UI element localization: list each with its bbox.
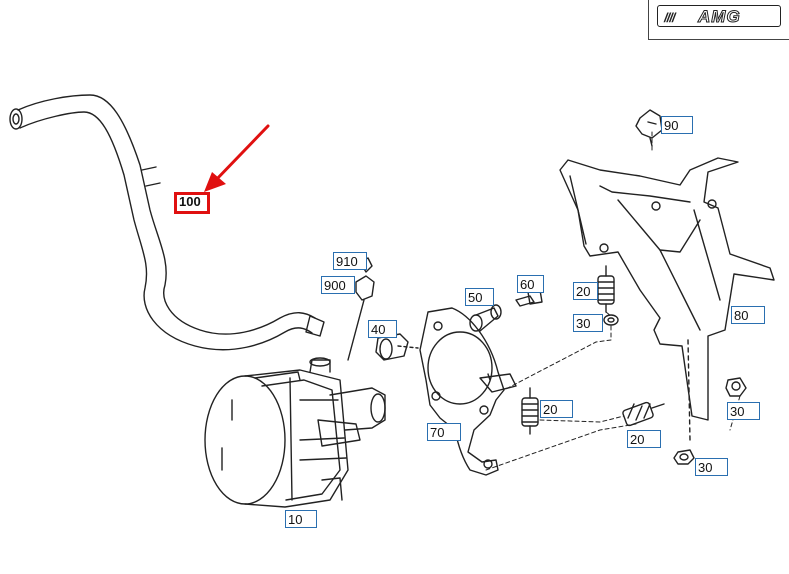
callout-100[interactable]: 100 [174,192,210,214]
callout-40[interactable]: 40 [368,320,397,338]
air-pump-part-10 [204,357,386,508]
callout-30-bottom[interactable]: 30 [695,458,728,476]
callout-20-middle[interactable]: 20 [540,400,573,418]
amg-logo: //// AMG [657,5,781,27]
clip-part-90 [635,109,663,147]
callout-30-right[interactable]: 30 [727,402,760,420]
callout-900[interactable]: 900 [321,276,355,294]
rubber-mount-part-20-right [622,401,665,427]
callout-50[interactable]: 50 [465,288,494,306]
callout-20-top[interactable]: 20 [573,282,598,300]
rubber-mount-part-20-middle [521,387,539,435]
callout-910[interactable]: 910 [333,252,367,270]
callout-70[interactable]: 70 [427,423,461,441]
washer-part-30-top [603,314,619,326]
sleeve-part-50 [469,304,502,332]
callout-20-right[interactable]: 20 [627,430,661,448]
bushing-part-40 [375,333,419,361]
connector-part-900 [347,275,375,361]
nut-part-30-bottom [673,449,695,465]
amg-logo-frame: //// AMG [648,0,789,40]
amg-logo-stripes: //// [664,10,675,25]
nut-part-30-right [725,377,747,397]
bracket-part-70 [419,307,517,476]
rubber-mount-part-20-top [597,265,615,313]
callout-80[interactable]: 80 [731,306,765,324]
callout-10[interactable]: 10 [285,510,317,528]
callout-30-top[interactable]: 30 [573,314,603,332]
hose-part-100 [9,94,325,351]
highlight-arrow [204,124,270,192]
callout-90[interactable]: 90 [661,116,693,134]
main-bracket-part-80 [559,157,775,441]
amg-logo-text: AMG [698,7,741,27]
callout-60[interactable]: 60 [517,275,544,293]
assembly-lines [485,131,741,471]
